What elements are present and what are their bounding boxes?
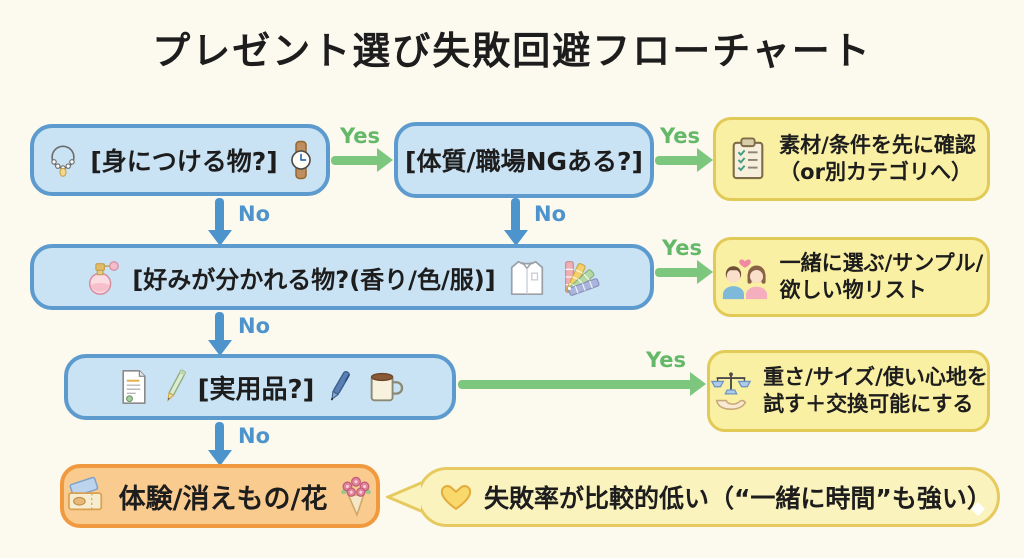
heart-icon	[440, 484, 472, 510]
couple-icon	[722, 259, 767, 300]
arrow-yes-1	[331, 148, 393, 172]
note-bubble: 失敗率が比較的低い（“一緒に時間”も強い）	[417, 467, 1000, 527]
pencil-icon	[166, 369, 186, 402]
node-taste-label: [好みが分かれる物?(香り/色/服)]	[132, 265, 496, 294]
node-choose-together: 一緒に選ぶ/サンプル/ 欲しい物リスト	[713, 237, 990, 317]
node-try-exchange: 重さ/サイズ/使い心地を 試す＋交換可能にする	[707, 350, 990, 432]
arrow-no-4-label: No	[238, 424, 271, 448]
pen-icon	[331, 370, 351, 401]
page-title: プレゼント選び失敗回避フローチャート	[152, 29, 872, 73]
bubble-tail	[386, 481, 422, 513]
arrow-yes-4	[458, 372, 706, 396]
arrow-yes-4-label: Yes	[646, 348, 687, 372]
arrow-no-1	[208, 198, 232, 246]
arrow-no-1-label: No	[238, 202, 271, 226]
arrow-yes-3-label: Yes	[662, 236, 703, 260]
node-choose-together-text: 一緒に選ぶ/サンプル/ 欲しい物リスト	[780, 250, 984, 305]
bouquet-icon	[341, 476, 372, 518]
necklace-icon	[51, 145, 76, 177]
ticket-icon	[67, 476, 102, 511]
node-practical-label: [実用品?]	[197, 374, 315, 405]
node-wearable-question: [身につける物?]	[30, 124, 330, 196]
palette-icon	[564, 261, 600, 296]
arrow-yes-2	[655, 148, 713, 172]
watch-icon	[290, 140, 311, 180]
document-icon	[121, 369, 146, 405]
arrow-no-2	[504, 198, 528, 246]
arrow-yes-2-label: Yes	[660, 124, 701, 148]
node-check-material-line1: 素材/条件を先に確認	[779, 132, 976, 157]
node-practical-question: [実用品?]	[64, 354, 456, 420]
arrow-no-4	[208, 422, 232, 466]
node-choose-together-line2: 欲しい物リスト	[779, 278, 927, 302]
node-ng-question: [体質/職場NGある?]	[394, 122, 654, 198]
scale-hand-icon	[710, 372, 752, 410]
arrow-no-3-label: No	[238, 314, 271, 338]
node-result-label: 体験/消えもの/花	[118, 483, 328, 515]
node-try-exchange-text: 重さ/サイズ/使い心地を 試す＋交換可能にする	[763, 364, 988, 419]
node-check-material-line2: （or別カテゴリへ）	[779, 160, 972, 184]
shirt-icon	[510, 260, 543, 296]
note-label: 失敗率が比較的低い（“一緒に時間”も強い）	[484, 484, 992, 513]
node-try-exchange-line1: 重さ/サイズ/使い心地を	[763, 364, 988, 389]
node-wearable-label: [身につける物?]	[90, 147, 278, 176]
node-check-material-text: 素材/条件を先に確認 （or別カテゴリへ）	[779, 132, 976, 187]
arrow-no-3	[208, 312, 232, 356]
clipboard-icon	[732, 137, 764, 180]
node-ng-label: [体質/職場NGある?]	[405, 147, 643, 176]
arrow-yes-3	[655, 260, 713, 284]
node-check-material: 素材/条件を先に確認 （or別カテゴリへ）	[713, 117, 990, 201]
node-taste-question: [好みが分かれる物?(香り/色/服)]	[30, 244, 654, 310]
perfume-icon	[89, 261, 120, 295]
arrow-yes-1-label: Yes	[340, 124, 381, 148]
mug-icon	[371, 372, 404, 402]
node-choose-together-line1: 一緒に選ぶ/サンプル/	[779, 250, 984, 275]
arrow-no-2-label: No	[534, 202, 567, 226]
node-try-exchange-line2: 試す＋交換可能にする	[763, 392, 974, 416]
node-result: 体験/消えもの/花	[60, 464, 380, 528]
